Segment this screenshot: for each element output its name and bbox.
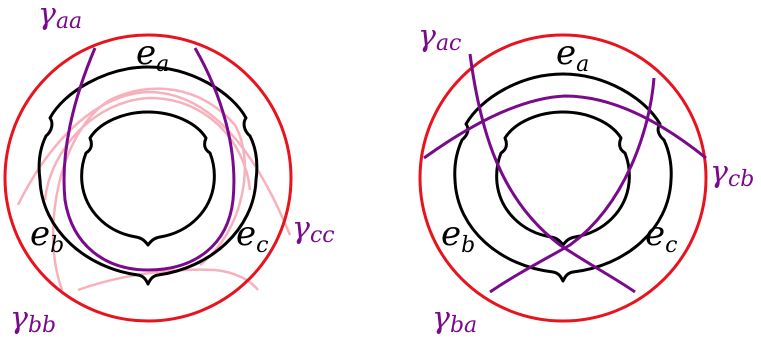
right-outer-edge-curve	[453, 72, 673, 283]
left-boundary-circle	[3, 33, 293, 323]
left-label-gamma-cc: γcc	[292, 211, 335, 248]
right-boundary-circle	[418, 33, 708, 323]
left-pink-curve-4	[43, 96, 252, 201]
left-pink-curve-3	[77, 268, 259, 292]
left-label-e-b: eb	[30, 214, 64, 258]
left-gamma-aa-curve	[62, 47, 236, 272]
left-inner-edge-curve	[80, 110, 216, 247]
right-inner-edge-curve	[495, 110, 631, 247]
right-label-gamma-ac: γac	[418, 19, 461, 56]
left-label-gamma-bb: γbb	[10, 301, 56, 338]
right-gamma-ba-curve	[489, 77, 656, 294]
left-label-e-a: ea	[136, 33, 169, 77]
right-gamma-cb-curve	[423, 94, 707, 160]
left-label-gamma-aa: γaa	[38, 0, 82, 34]
right-label-e-b: eb	[441, 214, 475, 258]
left-label-e-c: ec	[236, 214, 268, 258]
left-outer-edge-curve	[37, 65, 259, 286]
left-pink-curve-2	[51, 87, 247, 291]
left-diagram: ea eb ec γaa γcc γbb	[3, 0, 335, 338]
right-label-e-c: ec	[645, 214, 677, 258]
right-label-gamma-cb: γcb	[710, 155, 754, 192]
right-gamma-ac-curve	[468, 53, 636, 294]
right-label-gamma-ba: γba	[432, 301, 477, 338]
right-label-e-a: ea	[556, 33, 589, 77]
right-diagram: ea eb ec γac γcb γba	[418, 19, 754, 338]
